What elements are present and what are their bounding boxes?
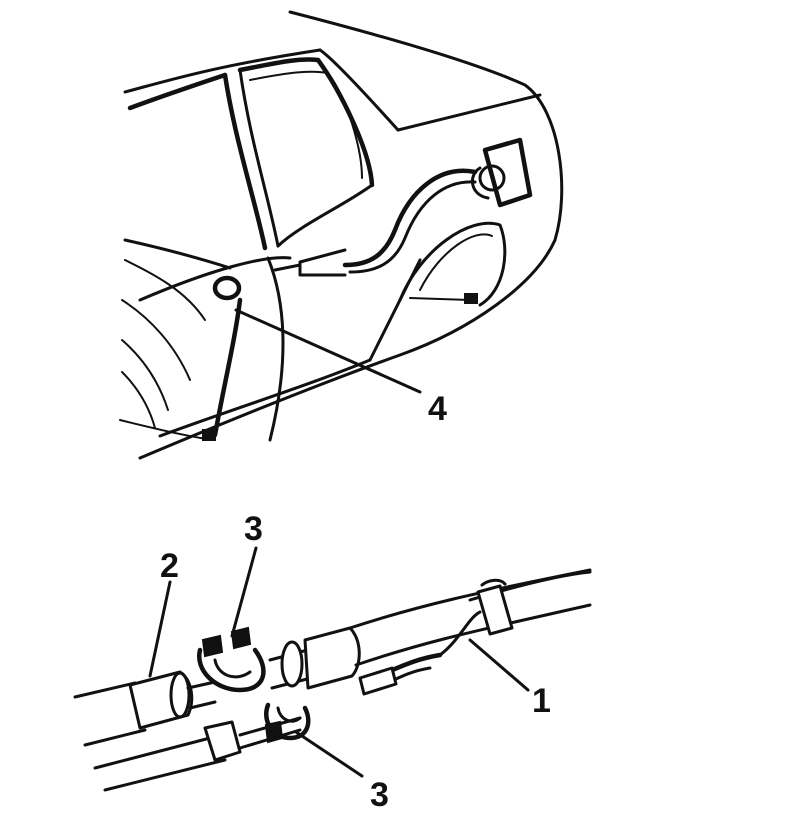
callout-2-label: 2 [160, 547, 179, 585]
callout-1-label: 1 [532, 682, 551, 720]
callout-1-leader [468, 638, 530, 692]
callout-4-leader [234, 308, 422, 394]
callout-3-top-label: 3 [244, 510, 263, 548]
vehicle-rear-quarter-illustration [119, 10, 564, 460]
callout-2-leader [148, 580, 172, 678]
callout-4-label: 4 [428, 390, 447, 428]
vent-hose-connection-illustration [73, 568, 592, 792]
callout-3-bottom-leader [294, 730, 364, 778]
callout-3-top-leader [230, 546, 258, 638]
callout-3-bottom-label: 3 [370, 776, 389, 814]
